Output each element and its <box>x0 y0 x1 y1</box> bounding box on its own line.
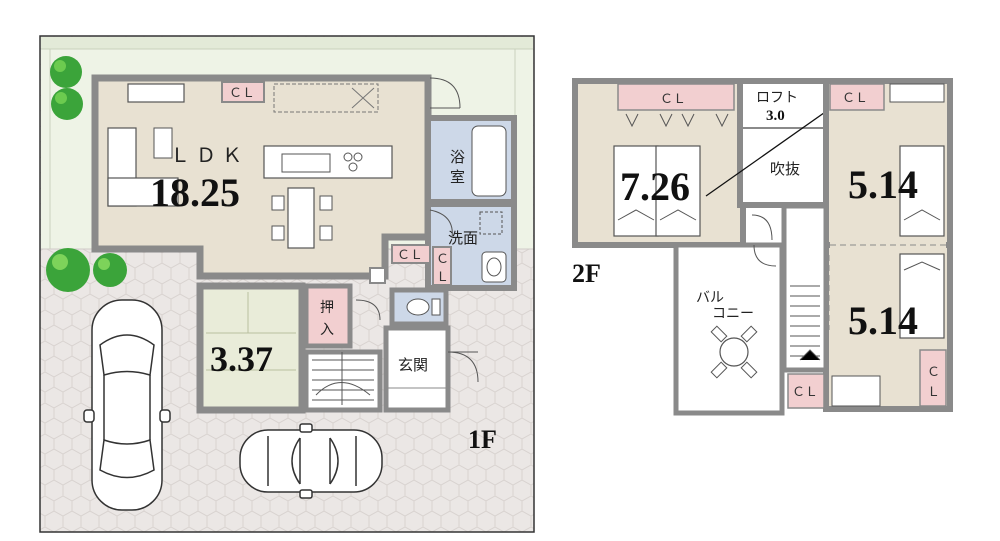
hall-closet-label: ＣＬ <box>397 248 423 263</box>
car-horizontal-icon <box>239 423 383 499</box>
tree-icon <box>46 248 90 292</box>
floor-1f-label: 1F <box>468 425 497 454</box>
car-vertical-icon <box>83 299 171 511</box>
bedroom-main-area: 7.26 <box>620 164 690 209</box>
bath-label-bottom: 室 <box>450 168 465 186</box>
bedroom-right-bottom-area: 5.14 <box>848 298 918 343</box>
balcony-label-bottom: コニー <box>712 306 754 322</box>
loft-area: 3.0 <box>766 108 785 124</box>
oshiire-label-top: 押 <box>320 300 334 316</box>
closet-right-top-label: ＣＬ <box>842 91 868 106</box>
japanese-room-area: 3.37 <box>210 339 273 379</box>
tree-icon <box>93 253 127 287</box>
building-2f <box>572 78 953 416</box>
entrance-label: 玄関 <box>398 356 428 374</box>
fukinuke-label: 吹抜 <box>770 160 800 178</box>
bedroom-right-top-area: 5.14 <box>848 162 918 207</box>
ldk-name: ＬＤＫ <box>170 143 248 167</box>
bath-label-top: 浴 <box>450 148 465 166</box>
closet-bottom-right-bottom: Ｌ <box>927 385 940 400</box>
labels-2f: ＣＬ 7.26 ロフト 3.0 吹抜 ＣＬ 5.14 5.14 バル コニー Ｃ… <box>572 90 940 400</box>
tree-group <box>46 56 127 292</box>
oshiire-label-bottom: 入 <box>320 322 334 338</box>
floor-2f-label: 2F <box>572 259 601 288</box>
closet-main-label: ＣＬ <box>660 92 686 107</box>
closet-bottom-left-label: ＣＬ <box>792 385 818 400</box>
tree-icon <box>51 88 83 120</box>
kitchen-closet-label: ＣＬ <box>229 86 255 101</box>
ldk-area: 18.25 <box>150 170 240 215</box>
wash-closet-label-top: Ｃ <box>436 252 449 267</box>
tree-icon <box>50 56 82 88</box>
labels-1f: ＬＤＫ 18.25 3.37 浴 室 洗面 押 入 玄関 ＣＬ ＣＬ Ｃ Ｌ 1… <box>150 86 497 454</box>
closet-bottom-right-top: Ｃ <box>927 365 940 380</box>
washroom-label: 洗面 <box>448 229 478 247</box>
loft-name: ロフト <box>756 90 798 106</box>
wash-closet-label-bottom: Ｌ <box>436 270 449 285</box>
balcony-label-top: バル <box>696 290 724 306</box>
building-1f <box>91 74 517 414</box>
